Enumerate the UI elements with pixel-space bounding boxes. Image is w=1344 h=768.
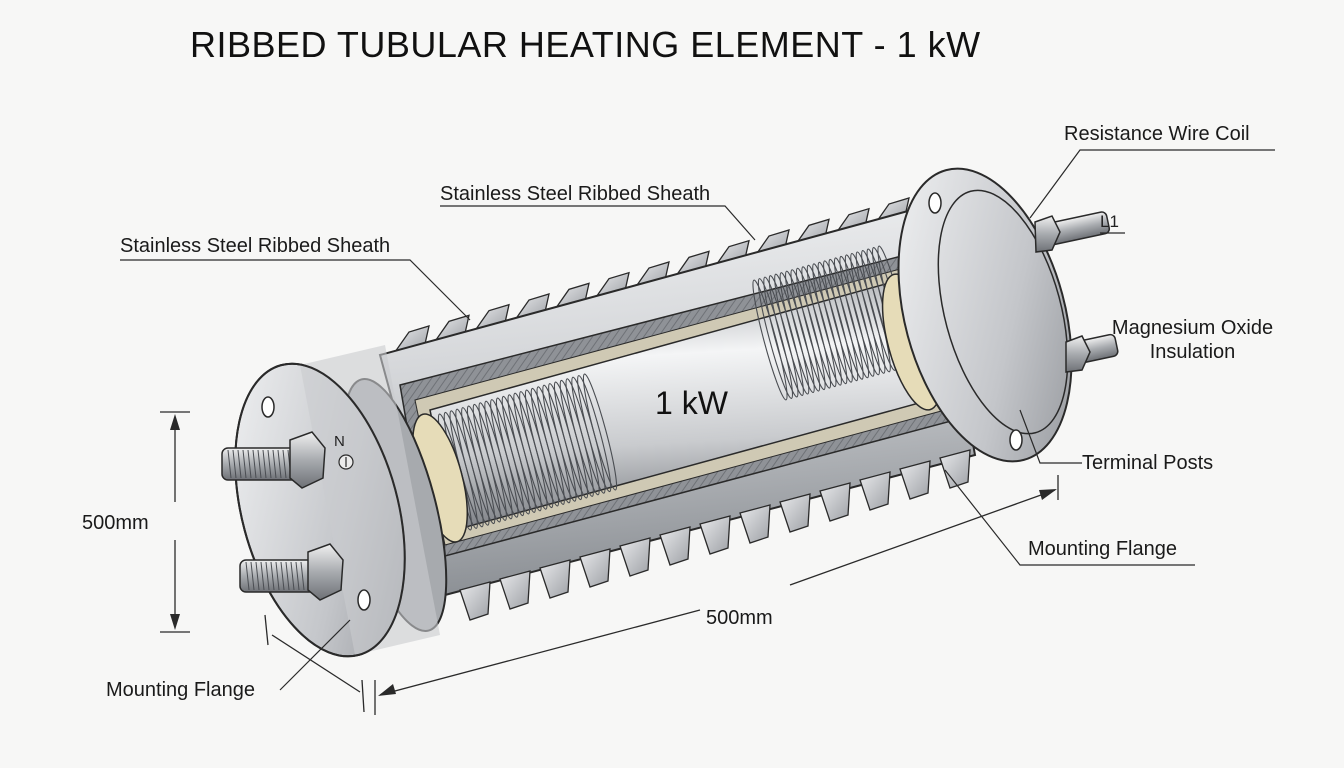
coil-turn xyxy=(801,266,837,388)
label-mounting-flange-left: Mounting Flange xyxy=(106,679,255,701)
label-mounting-flange-right: Mounting Flange xyxy=(1028,538,1177,560)
thread xyxy=(252,449,257,479)
terminal-bolt-lower-right xyxy=(1065,333,1119,373)
coil-turn xyxy=(817,261,853,383)
fin xyxy=(739,504,771,544)
thread xyxy=(300,561,305,591)
thread xyxy=(247,449,252,479)
thread xyxy=(255,561,260,591)
label-sheath-top: Stainless Steel Ribbed Sheath xyxy=(440,183,711,205)
fin xyxy=(539,559,571,599)
dimension-length xyxy=(374,475,1059,715)
coil-turn xyxy=(790,269,826,391)
dimension-height-label: 500mm xyxy=(82,512,149,534)
dimension-height xyxy=(160,411,190,633)
dimension-length-label: 500mm xyxy=(706,607,773,629)
label-terminal-l1: L1 xyxy=(1100,212,1119,231)
fin xyxy=(819,482,851,522)
label-magnesium-oxide-line2: Insulation xyxy=(1149,341,1236,363)
fin xyxy=(939,449,971,489)
thread xyxy=(295,561,300,591)
thread xyxy=(227,449,232,479)
thread xyxy=(237,449,242,479)
label-magnesium-oxide-line1: Magnesium Oxide xyxy=(1111,317,1274,339)
label-terminal-n: N xyxy=(334,433,345,450)
fin xyxy=(579,548,611,588)
coil-turn xyxy=(763,276,799,398)
thread xyxy=(265,561,270,591)
fin xyxy=(779,493,811,533)
thread xyxy=(272,449,277,479)
thread xyxy=(285,561,290,591)
thread xyxy=(262,449,267,479)
right-mounting-flange xyxy=(897,167,1073,463)
coil-turn xyxy=(806,264,842,386)
fin xyxy=(499,570,531,610)
coil-turn xyxy=(839,255,875,377)
bottom-fins xyxy=(459,449,971,621)
coil-winding-left xyxy=(437,373,618,531)
thread xyxy=(245,561,250,591)
thread xyxy=(270,561,275,591)
terminal-bolt-lower-left xyxy=(239,543,344,601)
thread xyxy=(267,449,272,479)
label-magnesium-oxide: Magnesium Oxide Insulation xyxy=(1100,316,1285,364)
coil-turn xyxy=(812,263,848,385)
coil-turn xyxy=(784,270,821,392)
coil-turn xyxy=(828,258,864,380)
coil-turn xyxy=(779,272,815,394)
thread xyxy=(250,561,255,591)
coil-turn xyxy=(577,375,612,493)
coil-turn xyxy=(855,251,891,373)
terminal-bolt-l1 xyxy=(1034,211,1111,253)
coil-turn xyxy=(823,260,859,382)
thread xyxy=(275,561,280,591)
power-rating-label: 1 kW xyxy=(655,385,728,421)
fin xyxy=(859,471,891,511)
coil-turn xyxy=(757,278,794,399)
thread xyxy=(260,561,265,591)
fin xyxy=(699,515,731,555)
coil-turn xyxy=(752,279,788,401)
thread xyxy=(257,449,262,479)
dimension-flange-depth xyxy=(264,614,365,713)
leader-lines xyxy=(120,149,1275,691)
coil-turn xyxy=(774,273,810,395)
thread xyxy=(280,561,285,591)
thread xyxy=(277,449,282,479)
thread xyxy=(242,449,247,479)
coil-turn xyxy=(850,252,886,374)
coil-turn xyxy=(768,275,804,397)
diagram-title: RIBBED TUBULAR HEATING ELEMENT - 1 kW xyxy=(190,24,981,65)
fin xyxy=(619,537,651,577)
thread xyxy=(232,449,237,479)
thread xyxy=(282,449,287,479)
label-resistance-coil: Resistance Wire Coil xyxy=(1064,123,1250,145)
label-sheath-left: Stainless Steel Ribbed Sheath xyxy=(120,235,391,257)
coil-turn xyxy=(833,257,870,379)
thread xyxy=(290,561,295,591)
fin xyxy=(659,526,691,566)
terminal-bolt-n xyxy=(221,431,326,489)
coil-turn xyxy=(582,373,618,491)
coil-turn xyxy=(844,254,881,376)
coil-turn xyxy=(795,267,832,389)
fin xyxy=(459,581,491,621)
fin xyxy=(899,460,931,500)
label-terminal-posts: Terminal Posts xyxy=(1082,452,1214,474)
